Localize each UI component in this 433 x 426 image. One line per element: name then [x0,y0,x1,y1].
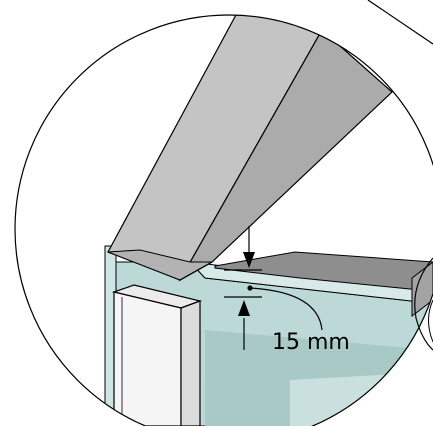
dimension-arrow-up [238,300,250,316]
upright-front [113,291,182,426]
dimension-marker [224,226,323,350]
dimension-label: 15 mm [272,330,350,355]
detail-circle-outline [14,14,433,426]
upright-side [180,300,201,426]
lens-arc-inner [428,299,433,343]
lens-arc-right [414,257,433,351]
dimension-arrow-down [243,252,255,268]
neighbour-circle-arc-top [367,0,433,45]
leader-curve [249,287,323,331]
board-end-face [107,249,214,281]
glass-light-band [290,372,433,426]
detail-content [104,15,433,426]
